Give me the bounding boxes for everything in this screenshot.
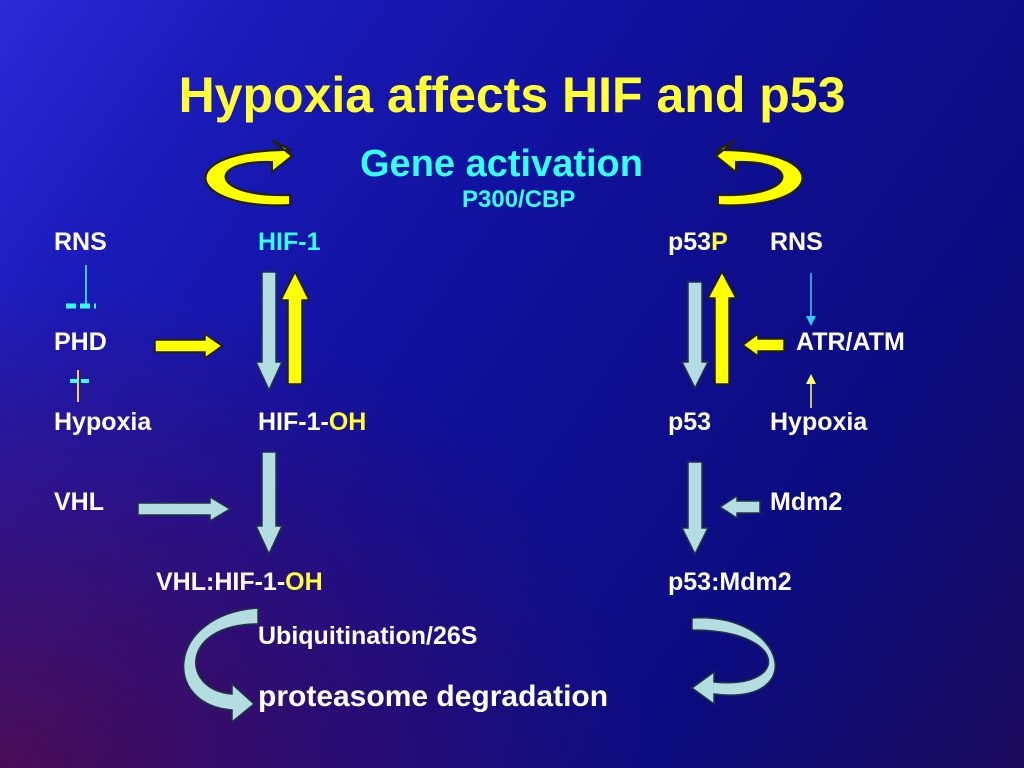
hypoxia-to-atr-arrow-icon xyxy=(806,374,816,408)
p53-mdm2-down-arrow-icon xyxy=(680,461,710,556)
ubiquitination-label: Ubiquitination/26S xyxy=(258,622,478,650)
gene-activation-label: Gene activation xyxy=(360,143,643,185)
vhl-complex-prefix: VHL:HIF-1- xyxy=(156,568,286,596)
hif1-oh-prefix: HIF-1- xyxy=(258,408,329,436)
hif-oh-down-arrow-icon xyxy=(254,451,284,556)
vhl-arrow-icon xyxy=(137,495,232,523)
cofactor-label: P300/CBP xyxy=(462,186,576,213)
p53p-suffix: P xyxy=(711,228,728,256)
p53-hypoxia-label: Hypoxia xyxy=(770,408,868,436)
p53-up-arrow-icon xyxy=(706,270,738,385)
rns-inhibits-phd-icon xyxy=(66,265,96,309)
left-degradation-arrow-icon xyxy=(182,607,259,724)
p53-label: p53 xyxy=(668,408,712,436)
p53p-label: p53P xyxy=(668,230,728,255)
right-degradation-arrow-icon xyxy=(690,617,776,706)
atr-atm-arrow-icon xyxy=(741,332,785,358)
rns-to-atr-arrow-icon xyxy=(806,273,816,326)
p53-mdm2-complex-label: p53:Mdm2 xyxy=(668,568,792,596)
left-curved-arrow-icon xyxy=(204,139,294,207)
slide-title: Hypoxia affects HIF and p53 xyxy=(178,67,846,123)
mdm2-label: Mdm2 xyxy=(770,488,843,516)
hif-hypoxia-label: Hypoxia xyxy=(54,408,152,436)
hif1-label: HIF-1 xyxy=(258,228,321,256)
phd-label: PHD xyxy=(54,328,107,356)
right-curved-arrow-icon xyxy=(714,139,804,207)
phd-arrow-icon xyxy=(154,332,224,360)
p53-rns-label: RNS xyxy=(770,228,823,256)
p53p-prefix: p53 xyxy=(668,228,712,256)
hypoxia-inhibits-phd-icon xyxy=(70,370,90,402)
hif-rns-label: RNS xyxy=(54,228,107,256)
vhl-hif-complex-label: VHL:HIF-1-OH xyxy=(156,570,323,595)
vhl-complex-suffix: OH xyxy=(285,568,323,596)
hif-up-arrow-icon xyxy=(279,270,311,385)
p53-down-arrow-icon xyxy=(680,281,710,390)
vhl-label: VHL xyxy=(54,488,104,516)
proteasome-degradation-label: proteasome degradation xyxy=(258,680,609,713)
atr-atm-label: ATR/ATM xyxy=(796,328,905,356)
mdm2-arrow-icon xyxy=(718,494,761,520)
hif-down-arrow-icon xyxy=(254,271,284,392)
hif1-oh-suffix: OH xyxy=(328,408,367,436)
hif1-oh-label: HIF-1-OH xyxy=(258,410,366,435)
